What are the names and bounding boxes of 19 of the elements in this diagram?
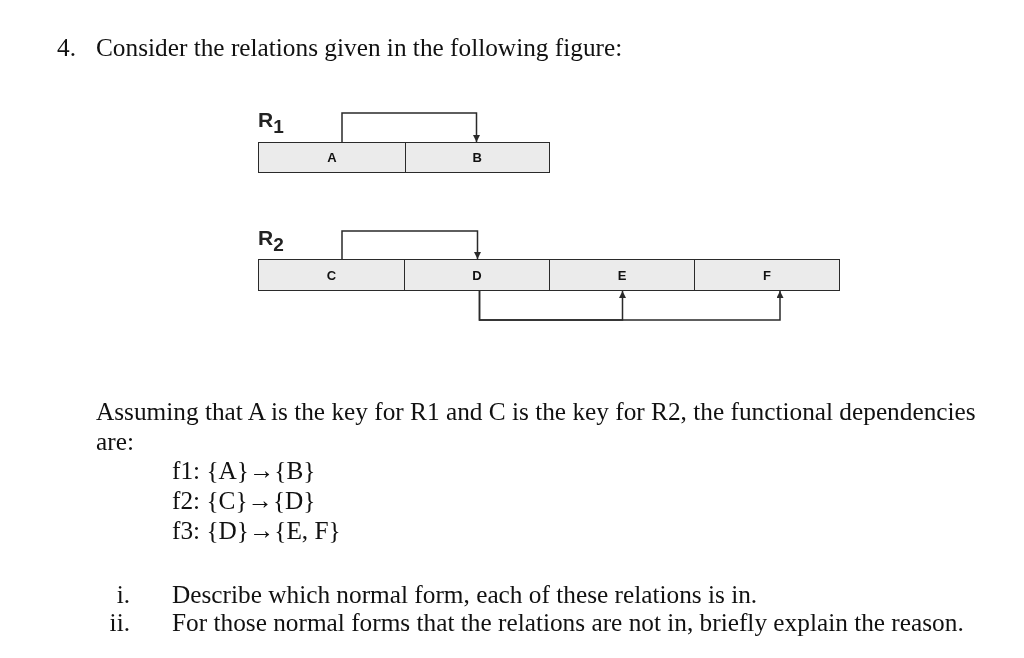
dependency-formula: f1: {A}→{B} xyxy=(172,455,316,485)
paragraph: Assuming that A is the key for R1 and C is the key for R2, the functional dependencies are: xyxy=(96,396,977,456)
question-text: Consider the relations given in the following figure: xyxy=(96,32,623,62)
list-item-text: For those normal forms that the relations are not in, briefly explain the reason. xyxy=(172,607,964,637)
list-item-text: Describe which normal form, each of these relations is in. xyxy=(172,579,758,609)
list-marker: ii. xyxy=(109,607,130,637)
dependency-formula: f3: {D}→{E, F} xyxy=(172,515,341,545)
dependency-arrow xyxy=(341,112,480,143)
attribute-cell: F xyxy=(694,259,840,291)
attribute-cell: D xyxy=(403,259,551,291)
question-number: 4. xyxy=(57,32,76,62)
list-marker: i. xyxy=(116,579,130,609)
dependency-formula: f2: {C}→{D} xyxy=(172,485,316,515)
attribute-cell: E xyxy=(548,259,696,291)
attribute-cell: A xyxy=(258,142,406,173)
attribute-cell: C xyxy=(258,259,405,291)
dependency-arrow xyxy=(341,230,481,260)
attribute-cell: B xyxy=(404,142,550,173)
dependency-arrow xyxy=(478,290,784,321)
